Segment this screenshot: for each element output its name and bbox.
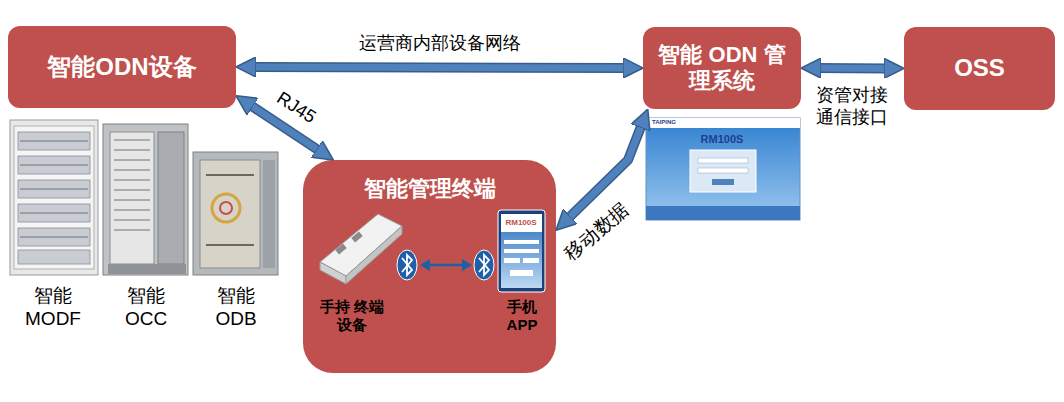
odb-photo: [193, 152, 278, 275]
product-logo: RM100S: [701, 133, 744, 146]
node-title: 智能管理终端: [364, 176, 496, 202]
connector-arrow: [815, 68, 890, 69]
node-title: OSS: [954, 54, 1005, 83]
node-title: 智能 ODN 管理系统: [657, 42, 787, 95]
edge-label: 运营商内部设备网络: [359, 33, 521, 55]
product-logo: RM100S: [505, 218, 536, 228]
connector-arrow: [250, 67, 629, 68]
modf-photo: [10, 120, 98, 275]
system-screenshot: [646, 118, 800, 220]
equipment-name: 智能 ODB: [206, 285, 266, 331]
device-name: 手机 APP: [500, 298, 545, 334]
connector-line: [566, 122, 643, 220]
equipment-box: 智能ODN设备: [8, 26, 236, 108]
connector-outline: [815, 63, 890, 73]
oss-box: OSS: [904, 27, 1055, 110]
connector-outline: [250, 67, 629, 68]
connector-arrow: [566, 122, 643, 220]
node-title: 智能ODN设备: [47, 53, 196, 82]
connector-outline: [566, 122, 643, 220]
edge-label: RJ45: [272, 87, 319, 128]
edge-label: 资管对接 通信接口: [812, 85, 892, 128]
equipment-name: 智能 OCC: [116, 285, 176, 331]
connector-line: [250, 67, 629, 68]
connector-line: [815, 65, 890, 72]
terminal-box: 智能管理终端: [303, 160, 556, 373]
equipment-name: 智能 MODF: [18, 285, 88, 331]
device-name: 手持 终端设备: [317, 298, 387, 334]
occ-photo: [103, 124, 188, 275]
system-box: 智能 ODN 管理系统: [643, 27, 801, 109]
edge-label: 移动数据: [561, 199, 634, 265]
brand-text: TAIPING: [652, 119, 676, 126]
